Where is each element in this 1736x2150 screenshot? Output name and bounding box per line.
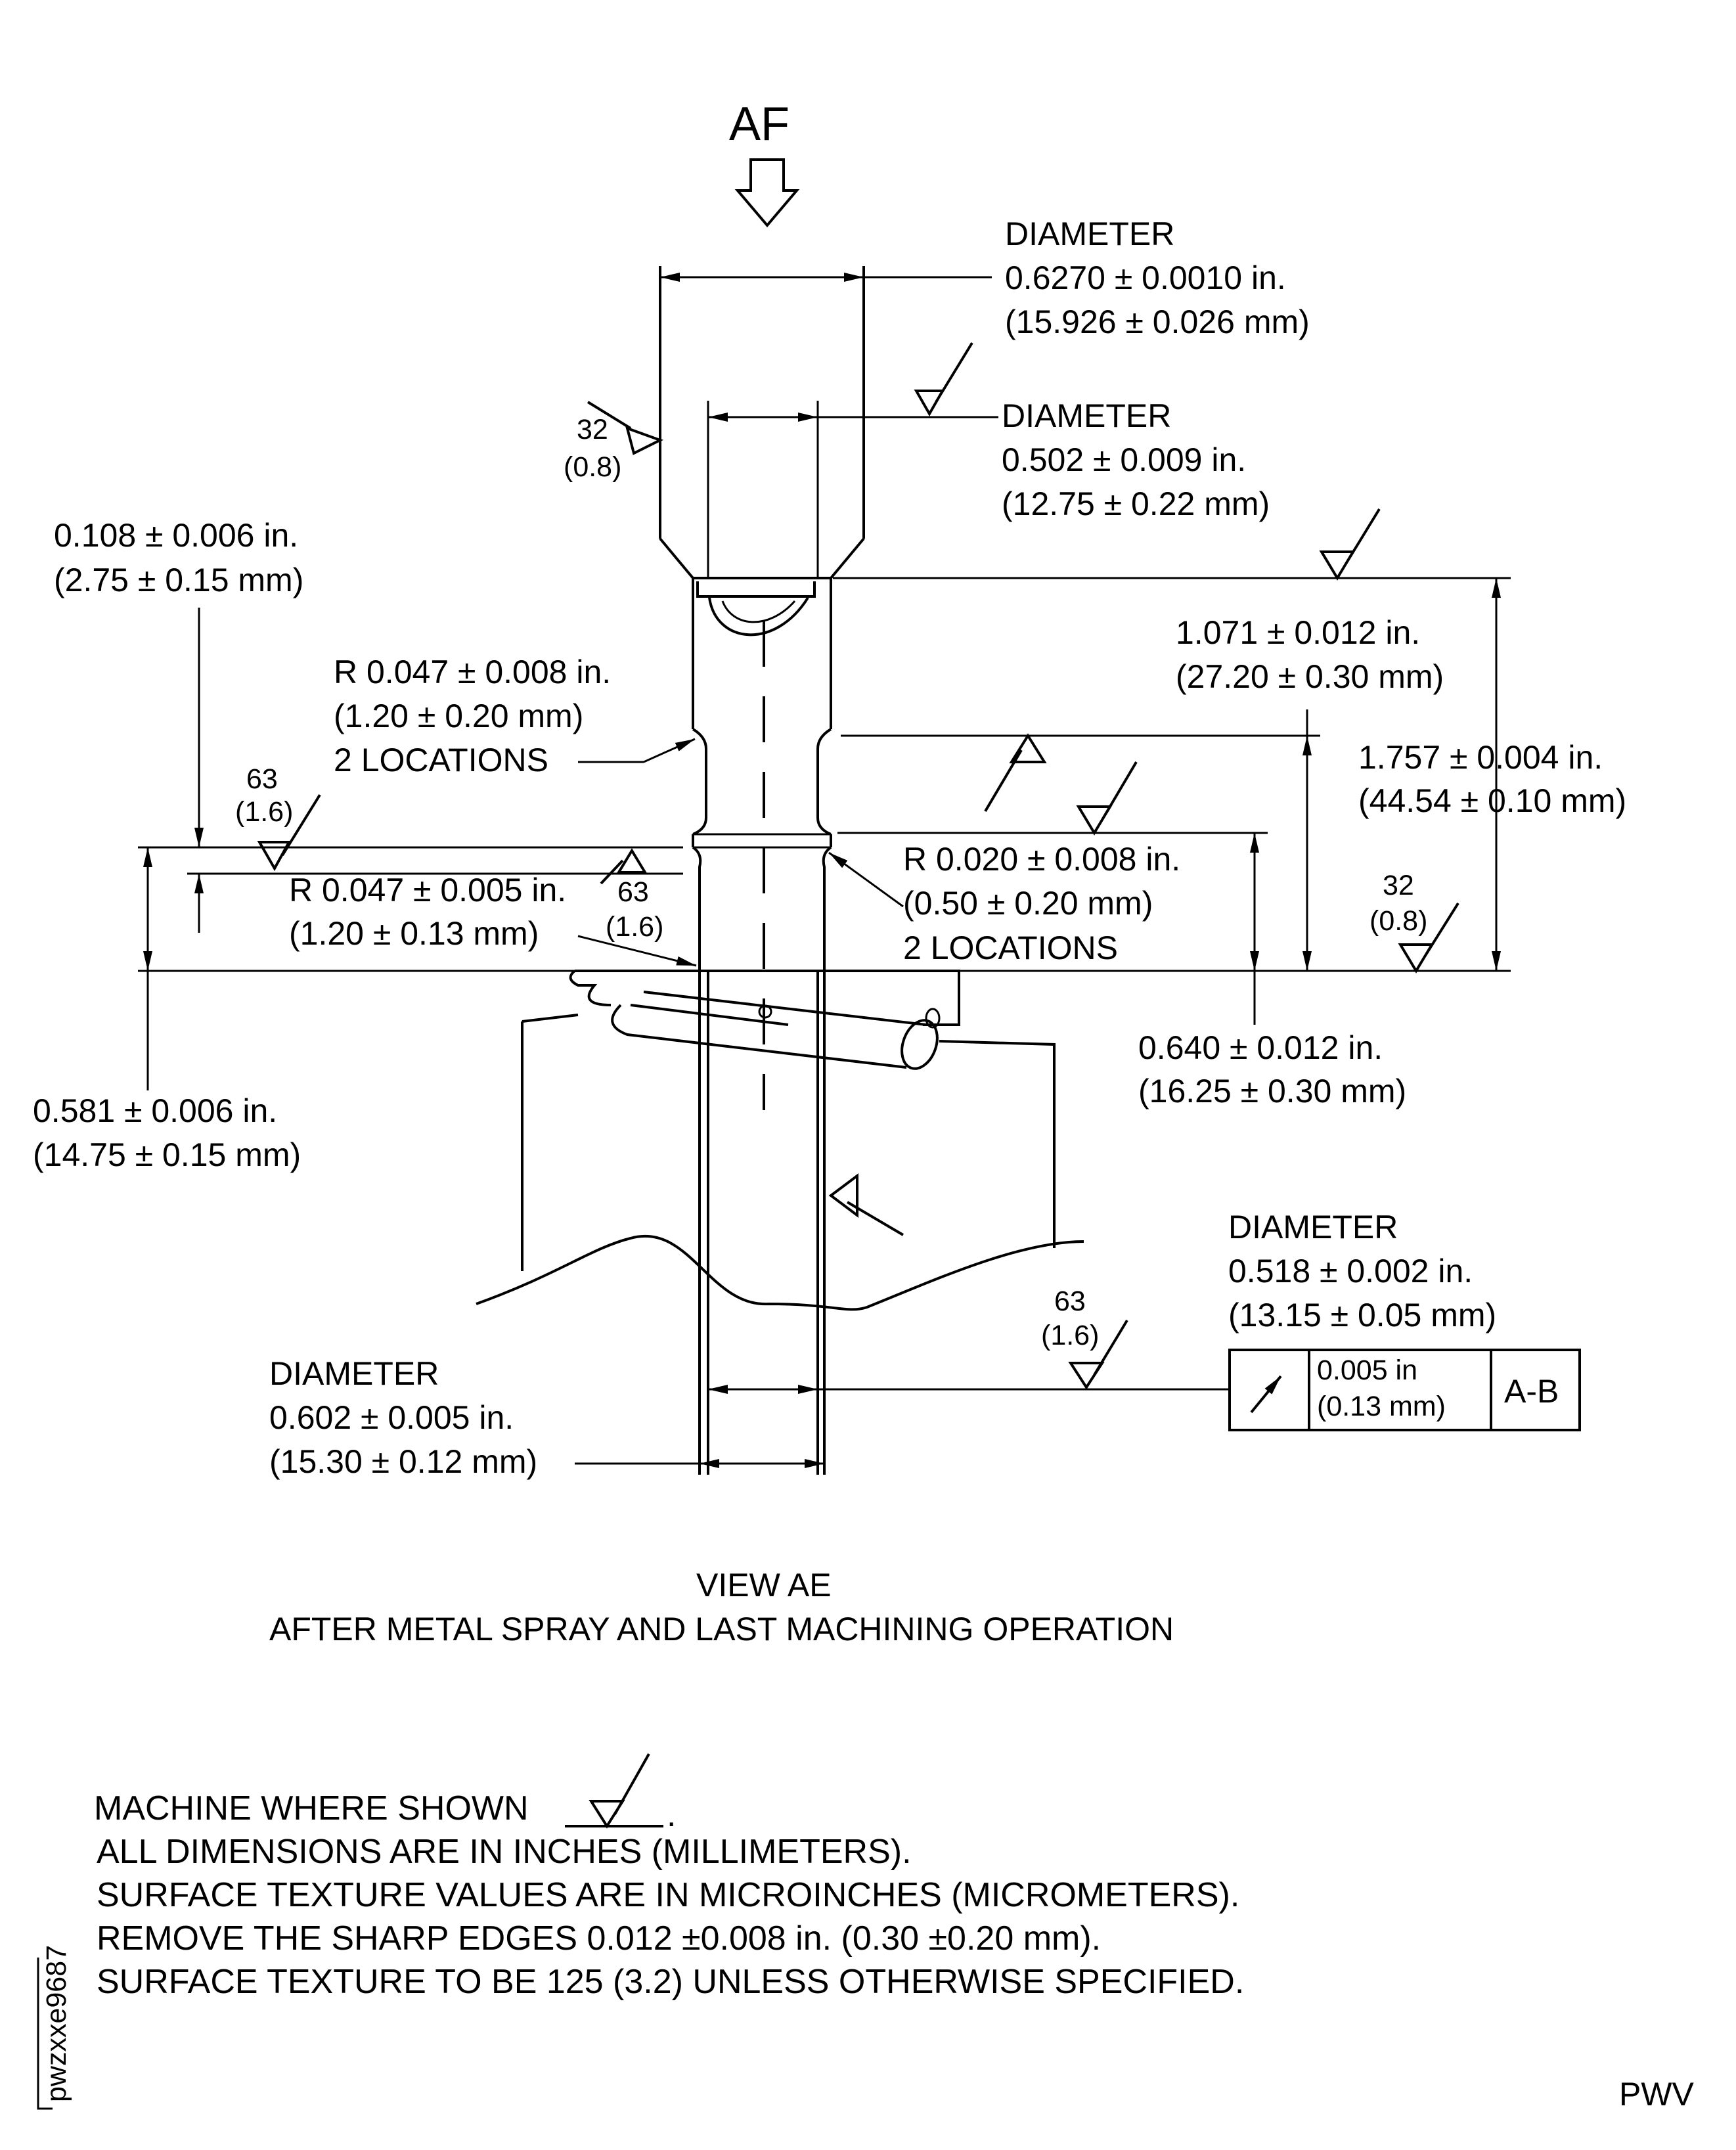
finish-left-63-value: 63 <box>246 763 278 795</box>
radius-small-note: 2 LOCATIONS <box>903 929 1118 966</box>
step-height-inch: 0.108 ± 0.006 in. <box>54 517 298 554</box>
figure-identifier: pwzxxe9687 <box>37 1945 72 2110</box>
diameter-0602-mm: (15.30 ± 0.12 mm) <box>269 1443 537 1480</box>
radius-upper-mm: (1.20 ± 0.20 mm) <box>334 698 583 734</box>
machine-symbol-icon <box>914 342 973 417</box>
height-1071-mm: (27.20 ± 0.30 mm) <box>1176 658 1444 695</box>
surface-finish-icon <box>1398 902 1459 974</box>
height-1071-inch: 1.071 ± 0.012 in. <box>1176 614 1420 651</box>
footer-code: PWV <box>1619 2076 1695 2113</box>
radius-small-mm: (0.50 ± 0.20 mm) <box>903 885 1153 922</box>
outer-diameter-title: DIAMETER <box>1005 215 1174 252</box>
finish-left-32: 32 (0.8) <box>564 401 664 483</box>
note-machine-where-shown: MACHINE WHERE SHOWN <box>94 1789 529 1827</box>
dim-inner-diameter: DIAMETER 0.502 ± 0.009 in. (12.75 ± 0.22… <box>708 342 1270 522</box>
finish-left-63: 63 (1.6) <box>235 763 321 872</box>
view-arrow-label: AF <box>729 98 790 150</box>
surface-finish-icon <box>1068 1319 1128 1390</box>
note-trailing-period: . <box>667 1796 676 1834</box>
diameter-0602-title: DIAMETER <box>269 1355 439 1392</box>
dim-step-height: 0.108 ± 0.006 in. (2.75 ± 0.15 mm) <box>54 517 693 972</box>
dim-right-heights: 1.757 ± 0.004 in. (44.54 ± 0.10 mm) 1.07… <box>833 508 1626 1109</box>
surface-finish-icon <box>828 1173 904 1236</box>
finish-left-32-value: 32 <box>577 414 608 445</box>
figure-id-text: pwzxxe9687 <box>41 1945 72 2102</box>
diameter-0518-inch: 0.518 ± 0.002 in. <box>1228 1253 1473 1289</box>
radius-lower-inch: R 0.047 ± 0.005 in. <box>289 872 566 908</box>
outer-diameter-inch: 0.6270 ± 0.0010 in. <box>1005 259 1286 296</box>
surface-finish-icon <box>587 401 664 455</box>
finish-bottom-63-value: 63 <box>1054 1286 1086 1317</box>
height-0640-mm: (16.25 ± 0.30 mm) <box>1138 1073 1406 1109</box>
inner-diameter-mm: (12.75 ± 0.22 mm) <box>1002 485 1270 522</box>
diameter-0518-title: DIAMETER <box>1228 1209 1398 1245</box>
tolerance-datum: A-B <box>1504 1373 1559 1410</box>
dim-diameter-0518: DIAMETER 0.518 ± 0.002 in. (13.15 ± 0.05… <box>708 1209 1496 1394</box>
surface-finish-icon <box>984 733 1047 813</box>
figure-id-bracket <box>37 1958 53 2110</box>
finish-right-32-value: 32 <box>1383 870 1414 901</box>
finish-right-32-metric: (0.8) <box>1369 905 1427 937</box>
height-0581-mm: (14.75 ± 0.15 mm) <box>33 1136 301 1173</box>
radius-small-inch: R 0.020 ± 0.008 in. <box>903 841 1180 878</box>
dim-radius-small: R 0.020 ± 0.008 in. (0.50 ± 0.20 mm) 2 L… <box>828 841 1180 966</box>
dim-diameter-0602: DIAMETER 0.602 ± 0.005 in. (15.30 ± 0.12… <box>269 1355 824 1480</box>
outer-diameter-mm: (15.926 ± 0.026 mm) <box>1005 303 1310 340</box>
height-1757-inch: 1.757 ± 0.004 in. <box>1358 739 1603 776</box>
dim-height-0581: 0.581 ± 0.006 in. (14.75 ± 0.15 mm) <box>33 847 301 1173</box>
dim-outer-diameter: DIAMETER 0.6270 ± 0.0010 in. (15.926 ± 0… <box>660 215 1310 340</box>
view-caption: VIEW AE AFTER METAL SPRAY AND LAST MACHI… <box>269 1567 1174 1647</box>
height-0640-inch: 0.640 ± 0.012 in. <box>1138 1029 1383 1066</box>
height-1757-mm: (44.54 ± 0.10 mm) <box>1358 782 1626 819</box>
tolerance-frame-box <box>1228 1349 1581 1431</box>
note-default-texture: SURFACE TEXTURE TO BE 125 (3.2) UNLESS O… <box>97 1963 1244 2001</box>
note-sharp-edges: REMOVE THE SHARP EDGES 0.012 ±0.008 in. … <box>97 1919 1101 1958</box>
radius-upper-inch: R 0.047 ± 0.008 in. <box>334 654 611 690</box>
note-surface-units: SURFACE TEXTURE VALUES ARE IN MICROINCHE… <box>97 1876 1239 1914</box>
machine-symbol-icon <box>1319 508 1381 581</box>
diameter-0518-mm: (13.15 ± 0.05 mm) <box>1228 1297 1496 1333</box>
machine-symbol-icon <box>565 1753 663 1829</box>
tolerance-frame: 0.005 in (0.13 mm) A-B <box>1228 1349 1581 1431</box>
dim-radius-lower: R 0.047 ± 0.005 in. (1.20 ± 0.13 mm) 63 … <box>289 848 697 967</box>
surface-finish-icon <box>257 794 321 872</box>
radius-lower-mm: (1.20 ± 0.13 mm) <box>289 915 539 952</box>
diameter-0602-inch: 0.602 ± 0.005 in. <box>269 1399 514 1436</box>
runout-arrow-icon <box>1250 1375 1282 1414</box>
caption-subtitle: AFTER METAL SPRAY AND LAST MACHINING OPE… <box>269 1611 1174 1647</box>
step-height-mm: (2.75 ± 0.15 mm) <box>54 562 303 598</box>
note-dimensions-units: ALL DIMENSIONS ARE IN INCHES (MILLIMETER… <box>97 1833 912 1871</box>
finish-bottom-63-metric: (1.6) <box>1041 1320 1099 1351</box>
inner-diameter-inch: 0.502 ± 0.009 in. <box>1002 441 1246 478</box>
finish-left-63-metric: (1.6) <box>235 796 293 828</box>
tolerance-value-in: 0.005 in <box>1317 1355 1417 1386</box>
view-arrow-af: AF <box>729 98 800 228</box>
caption-title: VIEW AE <box>696 1567 832 1603</box>
height-0581-inch: 0.581 ± 0.006 in. <box>33 1092 277 1129</box>
finish-mid-63-value: 63 <box>617 876 649 908</box>
tolerance-value-mm: (0.13 mm) <box>1317 1391 1446 1422</box>
machine-symbol-icon <box>1076 761 1138 836</box>
inner-diameter-title: DIAMETER <box>1002 397 1171 434</box>
surface-finish-icon <box>600 848 648 885</box>
general-notes: MACHINE WHERE SHOWN . ALL DIMENSIONS ARE… <box>94 1753 1244 2001</box>
radius-upper-note: 2 LOCATIONS <box>334 742 548 778</box>
finish-left-32-metric: (0.8) <box>564 451 621 483</box>
dim-radius-upper: R 0.047 ± 0.008 in. (1.20 ± 0.20 mm) 2 L… <box>334 654 696 778</box>
down-arrow-icon <box>734 158 800 228</box>
finish-mid-63-metric: (1.6) <box>606 911 663 943</box>
